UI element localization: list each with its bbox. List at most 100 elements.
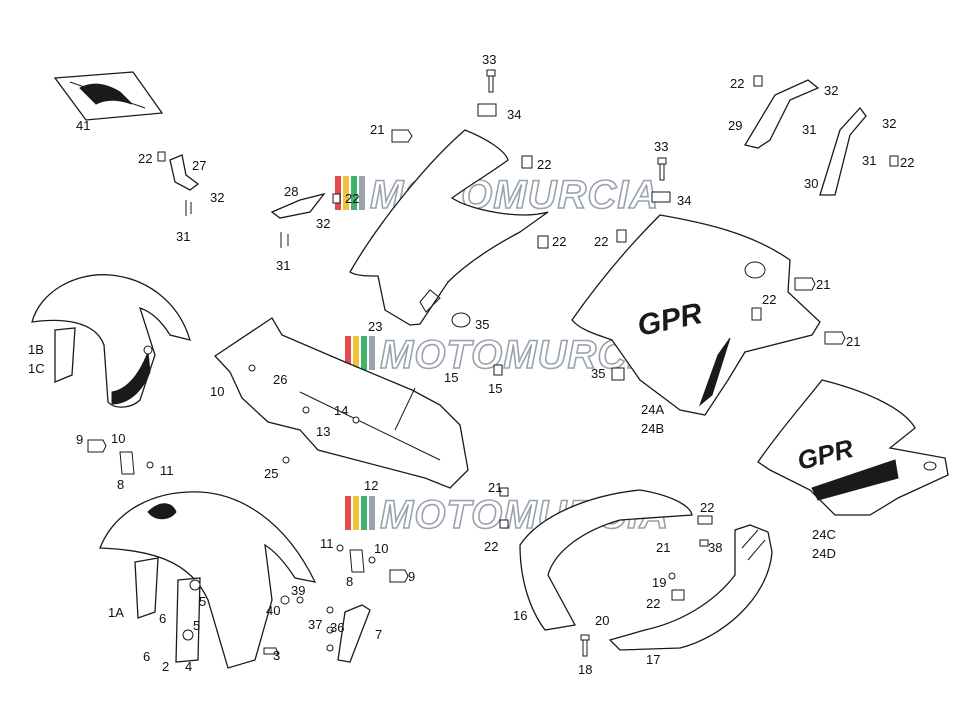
bracket-29 bbox=[743, 79, 820, 149]
label-22-cowl-bottom: 22 bbox=[646, 596, 660, 611]
label-31-bracket29: 31 bbox=[802, 122, 816, 137]
label-31-bracket27: 31 bbox=[176, 229, 190, 244]
label-21-side-upper: 21 bbox=[816, 277, 830, 292]
side-fairing-24A: GPR bbox=[571, 214, 821, 416]
watermark-stripe-gray bbox=[359, 176, 365, 210]
label-12: 12 bbox=[364, 478, 378, 493]
label-24B: 24B bbox=[641, 421, 664, 436]
watermark-stripe-red bbox=[345, 336, 351, 370]
grommet-35 bbox=[451, 312, 471, 328]
label-13: 13 bbox=[316, 424, 330, 439]
label-8-lower: 8 bbox=[346, 574, 353, 589]
label-22-fairing-top: 22 bbox=[537, 157, 551, 172]
label-10-panel: 10 bbox=[210, 384, 224, 399]
bracket-27 bbox=[157, 151, 200, 216]
label-15-left: 15 bbox=[444, 370, 458, 385]
decal-sheet bbox=[53, 71, 164, 121]
label-35-lower: 35 bbox=[591, 366, 605, 381]
label-36: 36 bbox=[330, 620, 344, 635]
bracket-28 bbox=[270, 192, 341, 248]
label-41: 41 bbox=[76, 118, 90, 133]
bracket-30 bbox=[819, 106, 867, 196]
label-22-bracket29: 22 bbox=[730, 76, 744, 91]
label-22-pan: 22 bbox=[484, 539, 498, 554]
front-fender-lower bbox=[99, 491, 317, 669]
label-22-bracket30: 22 bbox=[900, 155, 914, 170]
watermark-stripe-green bbox=[361, 496, 367, 530]
label-38: 38 bbox=[708, 540, 722, 555]
label-9-lower: 9 bbox=[408, 569, 415, 584]
watermark-stripe-gray bbox=[369, 496, 375, 530]
watermark-stripe-red bbox=[335, 176, 341, 210]
reflector-7 bbox=[337, 604, 371, 663]
label-34-side: 34 bbox=[677, 193, 691, 208]
label-22-bracket27: 22 bbox=[138, 151, 152, 166]
label-17: 17 bbox=[646, 652, 660, 667]
label-27: 27 bbox=[192, 158, 206, 173]
label-24D: 24D bbox=[812, 546, 836, 561]
label-31-bracket30: 31 bbox=[862, 153, 876, 168]
label-30: 30 bbox=[804, 176, 818, 191]
label-28: 28 bbox=[284, 184, 298, 199]
label-22-cowl-top: 22 bbox=[700, 500, 714, 515]
label-21-side-lower: 21 bbox=[846, 334, 860, 349]
watermark-top: MOTOMURCIA bbox=[335, 172, 659, 218]
label-1A: 1A bbox=[108, 605, 124, 620]
label-40: 40 bbox=[266, 603, 280, 618]
label-32-bracket29: 32 bbox=[824, 83, 838, 98]
label-37: 37 bbox=[308, 617, 322, 632]
label-21-middle: 21 bbox=[488, 480, 502, 495]
label-33-side: 33 bbox=[654, 139, 668, 154]
hardware-fasteners bbox=[87, 69, 899, 657]
label-6-upper: 6 bbox=[159, 611, 166, 626]
label-31-bracket28: 31 bbox=[276, 258, 290, 273]
upper-fairing-23 bbox=[349, 103, 549, 326]
label-1C: 1C bbox=[28, 361, 45, 376]
label-22-side-right: 22 bbox=[762, 292, 776, 307]
label-26: 26 bbox=[273, 372, 287, 387]
side-panel-24C: GPR bbox=[757, 379, 949, 516]
watermark-stripe-yellow bbox=[343, 176, 349, 210]
label-21-cowl: 21 bbox=[656, 540, 670, 555]
watermark-stripe-green bbox=[351, 176, 357, 210]
label-3: 3 bbox=[273, 648, 280, 663]
label-32-bracket28: 32 bbox=[316, 216, 330, 231]
label-5-lower: 5 bbox=[193, 618, 200, 633]
label-22-bracket28: 22 bbox=[345, 191, 359, 206]
label-32-bracket27: 32 bbox=[210, 190, 224, 205]
label-22-side-left: 22 bbox=[594, 234, 608, 249]
label-22-fairing-bottom: 22 bbox=[552, 234, 566, 249]
label-18: 18 bbox=[578, 662, 592, 677]
label-11-lower: 11 bbox=[320, 536, 334, 551]
label-6-lower: 6 bbox=[143, 649, 150, 664]
label-24C: 24C bbox=[812, 527, 836, 542]
inner-panel-12 bbox=[214, 317, 469, 489]
label-24A: 24A bbox=[641, 402, 664, 417]
label-4: 4 bbox=[185, 659, 192, 674]
label-14: 14 bbox=[334, 403, 348, 418]
label-1B: 1B bbox=[28, 342, 44, 357]
label-19: 19 bbox=[652, 575, 666, 590]
lower-cowl-17 bbox=[608, 524, 773, 651]
label-25: 25 bbox=[264, 466, 278, 481]
label-23: 23 bbox=[368, 319, 382, 334]
label-10-lower: 10 bbox=[374, 541, 388, 556]
label-7: 7 bbox=[375, 627, 382, 642]
belly-pan-16 bbox=[519, 489, 693, 631]
label-8-upper: 8 bbox=[117, 477, 124, 492]
front-fender-upper bbox=[31, 274, 191, 408]
label-20: 20 bbox=[595, 613, 609, 628]
part-labels: 41 33 34 21 22 22 23 35 15 15 22 27 32 3… bbox=[28, 52, 914, 677]
label-5-upper: 5 bbox=[199, 594, 206, 609]
watermark-stripe-yellow bbox=[353, 496, 359, 530]
watermark-stripe-gray bbox=[369, 336, 375, 370]
label-34-top: 34 bbox=[507, 107, 521, 122]
label-10-upper: 10 bbox=[111, 431, 125, 446]
label-39: 39 bbox=[291, 583, 305, 598]
label-15-right: 15 bbox=[488, 381, 502, 396]
label-29: 29 bbox=[728, 118, 742, 133]
label-35-upper: 35 bbox=[475, 317, 489, 332]
watermark-stripe-red bbox=[345, 496, 351, 530]
